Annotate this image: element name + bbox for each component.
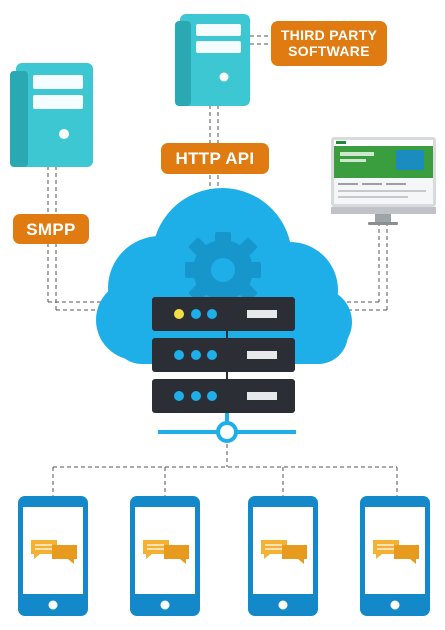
smartphone-icon-3 (248, 496, 318, 616)
chat-bubbles-icon (261, 540, 307, 564)
http-api-label: HTTP API (161, 143, 269, 174)
chat-bubbles-icon (373, 540, 419, 564)
desktop-monitor-icon (331, 137, 436, 225)
smartphone-icon-4 (360, 496, 430, 616)
third-party-label-line1: THIRD PARTY (280, 27, 378, 43)
top-server-tower-icon (175, 14, 250, 106)
gear-icon (185, 232, 261, 308)
http-api-label-text: HTTP API (175, 149, 255, 168)
chat-bubbles-icon (143, 540, 189, 564)
smartphone-icon-2 (130, 496, 200, 616)
chat-bubbles-icon (31, 540, 77, 564)
left-server-tower-icon (10, 63, 93, 167)
smartphone-icon-1 (18, 496, 88, 616)
third-party-label-line2: SOFTWARE (288, 43, 370, 59)
server-rack-icon (152, 297, 295, 430)
network-node-icon (158, 413, 296, 443)
third-party-software-label: THIRD PARTY SOFTWARE (271, 21, 387, 66)
smpp-label-text: SMPP (26, 220, 76, 239)
smpp-label: SMPP (13, 214, 89, 244)
